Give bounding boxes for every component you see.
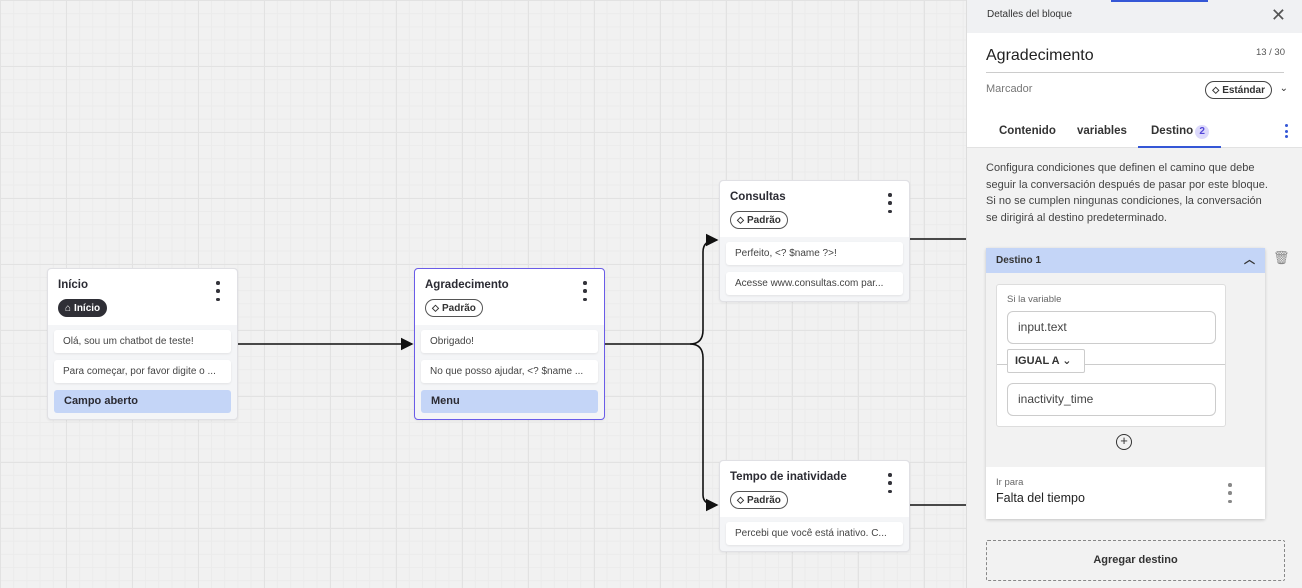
more-options-icon[interactable] xyxy=(211,281,225,301)
goto-section[interactable]: Ir para Falta del tiempo xyxy=(986,467,1265,519)
message-item[interactable]: Perfeito, <? $name ?>! xyxy=(726,242,903,265)
badge-label: Padrão xyxy=(747,214,781,226)
node-title: Agradecimento xyxy=(425,279,509,291)
more-options-icon[interactable] xyxy=(578,281,592,301)
tag-icon: ⬦ xyxy=(737,214,744,226)
destination-card: Destino 1 ︿ Si la variable input.text IGU… xyxy=(986,248,1265,519)
message-item[interactable]: Olá, sou um chatbot de teste! xyxy=(54,330,231,353)
add-destination-button[interactable]: Agregar destino xyxy=(986,540,1285,581)
chevron-down-icon: ⌄ xyxy=(1062,355,1072,367)
marker-value: Estándar xyxy=(1222,84,1265,96)
badge-label: Padrão xyxy=(747,494,781,506)
tag-badge: ⬦Padrão xyxy=(730,491,788,509)
badge-label: Padrão xyxy=(442,302,476,314)
divider xyxy=(997,364,1225,365)
marker-label: Marcador xyxy=(986,83,1033,95)
tab-variables[interactable]: variables xyxy=(1077,125,1127,137)
message-item[interactable]: Obrigado! xyxy=(421,330,598,353)
marker-select[interactable]: ⬦Estándar xyxy=(1205,81,1272,99)
edges xyxy=(238,233,966,512)
node-inicio[interactable]: Início ⌂Início Olá, sou um chatbot de te… xyxy=(47,268,238,420)
tag-badge: ⬦Padrão xyxy=(730,211,788,229)
block-details-panel: Detalles del bloque ✕ Agradecimento 13 / … xyxy=(966,0,1302,588)
count-badge: 2 xyxy=(1195,125,1210,139)
message-item[interactable]: No que posso ajudar, <? $name ... xyxy=(421,360,598,383)
tag-badge: ⬦Padrão xyxy=(425,299,483,317)
message-item[interactable]: Para começar, por favor digite o ... xyxy=(54,360,231,383)
destination-header[interactable]: Destino 1 ︿ xyxy=(986,248,1265,273)
close-icon[interactable]: ✕ xyxy=(1270,5,1286,25)
tag-icon: ⬦ xyxy=(1212,84,1220,96)
value-input[interactable]: inactivity_time xyxy=(1007,383,1216,416)
start-badge: ⌂Início xyxy=(58,299,108,317)
message-item[interactable]: Acesse www.consultas.com par... xyxy=(726,272,903,295)
message-item[interactable]: Percebi que você está inativo. C... xyxy=(726,522,903,545)
trash-icon[interactable]: 🗑 xyxy=(1273,250,1290,265)
node-agradecimento[interactable]: Agradecimento ⬦Padrão Obrigado! No que po… xyxy=(414,268,605,420)
description: Configura condiciones que definen el cam… xyxy=(986,162,1268,224)
node-title: Início xyxy=(58,279,89,291)
node-tempo-de-inatividade[interactable]: Tempo de inatividade ⬦Padrão Percebi que… xyxy=(719,460,910,552)
node-title: Consultas xyxy=(730,191,786,203)
add-condition-icon[interactable]: + xyxy=(1116,434,1132,450)
more-options-icon[interactable] xyxy=(1223,483,1237,503)
block-name-input[interactable]: Agradecimento xyxy=(986,47,1284,73)
tab-contenido[interactable]: Contenido xyxy=(999,125,1056,137)
chevron-up-icon[interactable]: ︿ xyxy=(1244,254,1255,266)
char-counter: 13 / 30 xyxy=(1255,47,1285,58)
tag-icon: ⬦ xyxy=(432,302,439,314)
operator-value: IGUAL A xyxy=(1015,355,1060,367)
input-field-item[interactable]: Menu xyxy=(421,390,598,413)
chevron-down-icon[interactable]: ⌄ xyxy=(1279,83,1288,94)
if-variable-label: Si la variable xyxy=(1007,294,1062,305)
operator-select[interactable]: IGUAL A ⌄ xyxy=(1007,349,1085,373)
input-field-item[interactable]: Campo aberto xyxy=(54,390,231,413)
node-title: Tempo de inatividade xyxy=(730,471,847,483)
node-consultas[interactable]: Consultas ⬦Padrão Perfeito, <? $name ?>!… xyxy=(719,180,910,302)
panel-header: Detalles del bloque xyxy=(987,9,1073,20)
variable-input[interactable]: input.text xyxy=(1007,311,1216,344)
flow-canvas[interactable]: Início ⌂Início Olá, sou um chatbot de te… xyxy=(0,0,966,588)
tag-icon: ⬦ xyxy=(737,494,744,506)
more-options-icon[interactable] xyxy=(1283,124,1289,138)
edge-agradecimento-consultas xyxy=(605,233,719,345)
goto-value: Falta del tiempo xyxy=(996,491,1085,505)
condition-box: Si la variable input.text IGUAL A ⌄ inac… xyxy=(996,284,1226,427)
active-indicator xyxy=(1111,0,1208,2)
more-options-icon[interactable] xyxy=(883,193,897,213)
destination-title: Destino 1 xyxy=(996,255,1042,266)
home-icon: ⌂ xyxy=(65,302,72,314)
edge-agradecimento-tempo xyxy=(689,343,719,512)
more-options-icon[interactable] xyxy=(883,473,897,493)
goto-label: Ir para xyxy=(996,477,1024,488)
tab-label: Destino xyxy=(1151,125,1194,137)
badge-label: Início xyxy=(74,302,101,314)
